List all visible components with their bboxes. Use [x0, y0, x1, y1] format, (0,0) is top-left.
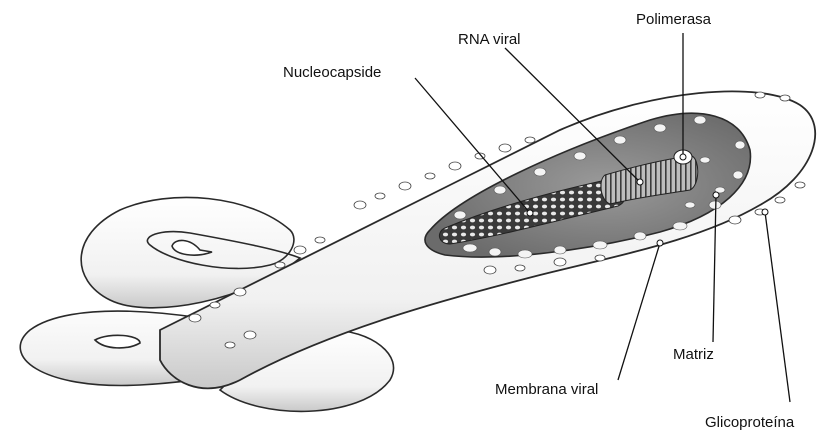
- leader-glicoproteina: [765, 212, 790, 402]
- label-nucleocapside: Nucleocapside: [283, 64, 381, 81]
- label-glicoproteina: Glicoproteína: [705, 414, 794, 431]
- label-rna-viral: RNA viral: [458, 31, 521, 48]
- label-polimerasa: Polimerasa: [636, 11, 711, 28]
- leader-membrana-viral: [618, 243, 660, 380]
- label-matriz: Matriz: [673, 346, 714, 363]
- label-membrana-viral: Membrana viral: [495, 381, 598, 398]
